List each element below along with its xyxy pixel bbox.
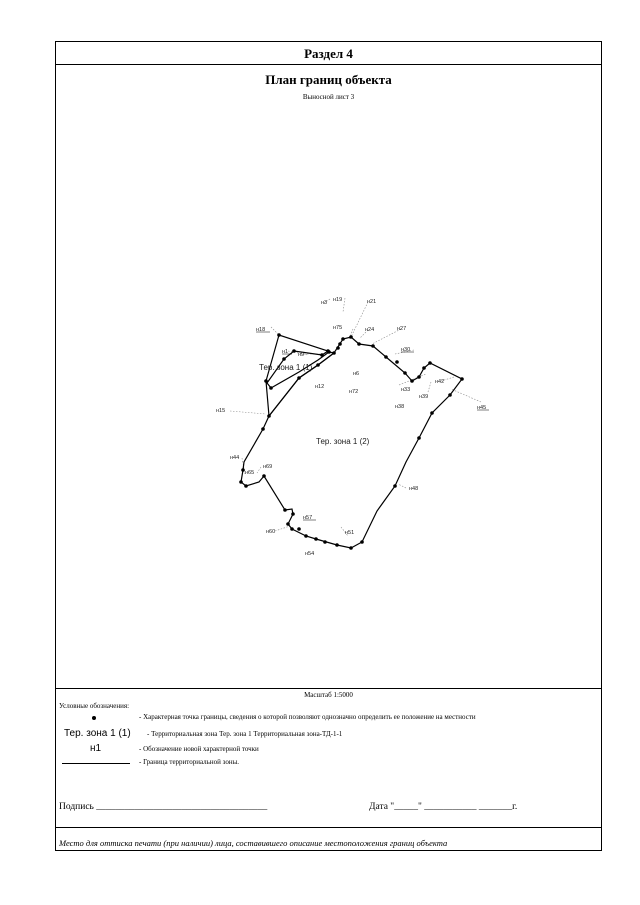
zone-label-1-1: Тер. зона 1 (1): [259, 363, 313, 372]
legend-zone-sample: Тер. зона 1 (1): [64, 728, 131, 739]
zone-1-1-boundary: [265, 334, 336, 418]
point-symbol-icon: [92, 716, 96, 720]
section-title: Раздел 4: [304, 46, 353, 61]
stamp-note: Место для оттиска печати (при наличии) л…: [59, 838, 448, 848]
signature-line: Подпись ________________________________…: [59, 802, 268, 812]
leader-lines: [229, 297, 482, 537]
legend-new-point-desc: - Обозначение новой характерной точки: [139, 745, 259, 753]
scale-label: Масштаб 1:5000: [304, 691, 353, 699]
point-label: н54: [305, 551, 314, 557]
legend-new-point-sample: н1: [90, 743, 102, 754]
point-label: н57: [303, 515, 312, 521]
point-label: н6: [353, 371, 359, 377]
point-label: н30: [401, 347, 410, 353]
characteristic-points: [239, 333, 464, 550]
legend-title: Условные обозначения:: [59, 702, 130, 710]
point-label: н75: [333, 325, 342, 331]
legend-zone-desc: - Территориальная зона Тер. зона 1 Терри…: [147, 730, 343, 738]
point-label: н3: [321, 300, 327, 306]
point-label: н51: [345, 530, 354, 536]
point-label: н33: [401, 387, 410, 393]
plan-title: План границ объекта: [265, 72, 392, 87]
point-label: н1: [282, 349, 288, 355]
point-label: н24: [365, 327, 374, 333]
boundary-map: Тер. зона 1 (1) Тер. зона 1 (2) н3 н19 н…: [216, 297, 489, 557]
date-line: Дата "_____" ___________ _______г.: [369, 802, 518, 812]
divider: [56, 688, 601, 689]
point-label: н12: [315, 384, 324, 390]
point-label: н27: [397, 326, 406, 332]
point-label: н60: [266, 529, 275, 535]
point-label: н69: [263, 464, 272, 470]
point-label: н39: [419, 394, 428, 400]
point-label: н48: [409, 486, 418, 492]
divider: [56, 64, 601, 65]
plan-frame: Раздел 4 План границ объекта Выносной ли…: [55, 41, 602, 851]
boundary-line-symbol: [62, 763, 130, 764]
point-label: н44: [230, 455, 239, 461]
point-label: н18: [256, 327, 265, 333]
point-label: н72: [349, 389, 358, 395]
point-label: н45: [477, 405, 486, 411]
point-label: н15: [216, 408, 225, 414]
legend-boundary-desc: - Граница территориальной зоны.: [139, 758, 240, 766]
point-label: н38: [395, 404, 404, 410]
zone-label-1-2: Тер. зона 1 (2): [316, 437, 370, 446]
divider: [56, 827, 601, 828]
legend-point-desc: - Характерная точка границы, сведения о …: [139, 713, 476, 721]
label-underlines: [256, 331, 489, 521]
plan-subtitle: Выносной лист 3: [302, 93, 355, 101]
point-label: н19: [333, 297, 342, 303]
point-label: н65: [245, 470, 254, 476]
point-label: н21: [367, 299, 376, 305]
point-labels: н3 н19 н21 н75 н24 н27 н18 н1 н9 н30 н6 …: [216, 297, 486, 557]
point-label: н42: [435, 379, 444, 385]
point-label: н9: [298, 352, 304, 358]
